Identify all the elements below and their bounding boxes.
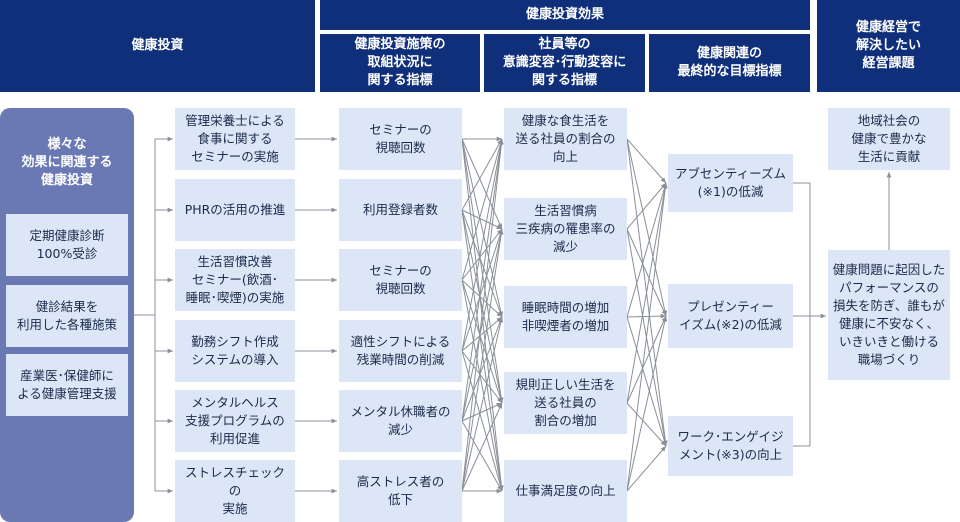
indicator-to-behavior-arrow (461, 138, 503, 211)
indicator-to-behavior-arrow (461, 316, 503, 352)
behavior-healthy-diet: 健康な食生活を 送る社員の割合の 向上 (504, 108, 627, 170)
behavior-to-final-arrow (626, 228, 668, 447)
behavior-regular-life: 規則正しい生活を 送る社員の 割合の増加 (504, 372, 627, 434)
measure-lifestyle-seminar: 生活習慣改善 セミナー(飲酒･ 睡眠･喫煙)の実施 (175, 249, 295, 311)
indicator-to-behavior-arrow (461, 228, 504, 492)
indicator-overtime-reduction: 適性シフトによる 残業時間の削減 (339, 320, 462, 382)
header-final-indicators: 健康関連の 最終的な目標指標 (649, 34, 810, 92)
indicator-seminar-views-2: セミナーの 視聴回数 (339, 249, 462, 311)
various-investment-group: 様々な 効果に関連する 健康投資 定期健康診断 100%受診 健診結果を 利用し… (0, 108, 134, 522)
behavior-sleep-nonsmoking: 睡眠時間の増加 非喫煙者の増加 (504, 286, 627, 348)
indicator-to-behavior-arrow (461, 138, 504, 492)
group-item-health-checkup: 定期健康診断 100%受診 (6, 214, 128, 276)
indicator-to-behavior-arrow (461, 138, 504, 404)
behavior-to-final-arrow (626, 182, 668, 492)
group-item-checkup-measures: 健診結果を 利用した各種施策 (6, 285, 128, 347)
indicator-to-behavior-arrow (461, 279, 504, 492)
behavior-to-final-arrow (626, 402, 667, 447)
behavior-to-final-arrow (626, 138, 668, 447)
behavior-lifestyle-disease: 生活習慣病 三疾病の罹患率の 減少 (504, 198, 627, 260)
indicator-to-behavior-arrow (461, 402, 503, 422)
header-activity-indicators: 健康投資施策の 取組状況に 関する指標 (320, 34, 480, 92)
issue-community-contribution: 地域社会の 健康で豊かな 生活に貢献 (828, 108, 950, 170)
final-work-engagement: ワーク･エンゲイジ メント(※3)の向上 (668, 416, 793, 476)
indicator-seminar-views-1: セミナーの 視聴回数 (339, 108, 462, 170)
indicator-to-behavior-arrow (461, 209, 504, 404)
indicator-to-behavior-arrow (461, 209, 504, 492)
indicator-high-stress: 高ストレス者の 低下 (339, 460, 462, 522)
indicator-to-behavior-arrow (461, 138, 503, 230)
indicator-to-behavior-arrow (461, 209, 503, 230)
behavior-to-final-arrow (626, 316, 667, 447)
behavior-to-final-arrow (626, 228, 667, 317)
indicator-to-behavior-arrow (461, 420, 503, 492)
indicator-to-behavior-arrow (461, 138, 504, 492)
measure-nutrition-seminar: 管理栄養士による 食事に関する セミナーの実施 (175, 108, 295, 170)
final-presenteeism: プレゼンティー イズム(※2)の低減 (668, 284, 793, 348)
group-title: 様々な 効果に関連する 健康投資 (21, 137, 113, 188)
behavior-to-final-arrow (626, 445, 667, 492)
indicator-to-behavior-arrow (461, 138, 503, 281)
indicator-to-behavior-arrow (461, 350, 503, 492)
measure-mental-health: メンタルヘルス 支援プログラムの 利用促進 (175, 390, 295, 452)
behavior-to-final-arrow (626, 315, 668, 492)
indicator-registered-users: 利用登録者数 (339, 179, 462, 241)
issue-workplace-wellbeing: 健康問題に起因した パフォーマンスの 損失を防ぎ、誰もが 健康に不安なく、 いき… (828, 250, 950, 380)
indicator-to-behavior-arrow (461, 316, 503, 422)
behavior-to-final-arrow (626, 313, 667, 319)
indicator-to-behavior-arrow (461, 402, 503, 492)
indicator-to-behavior-arrow (461, 209, 503, 318)
measure-shift-system: 勤務シフト作成 システムの導入 (175, 320, 295, 382)
header-effect: 健康投資効果 (320, 0, 810, 30)
behavior-to-final-arrow (626, 138, 668, 317)
indicator-to-behavior-arrow (461, 350, 503, 404)
indicator-to-behavior-arrow (461, 138, 504, 422)
behavior-to-final-arrow (626, 315, 667, 404)
behavior-to-final-arrow (626, 182, 668, 404)
header-behavior-indicators: 社員等の 意識変容･行動変容に 関する指標 (484, 34, 645, 92)
header-investment: 健康投資 (0, 0, 315, 92)
behavior-to-final-arrow (626, 138, 667, 184)
measure-phr: PHRの活用の推進 (175, 179, 295, 241)
final-absenteeism: アブセンティーズム (※1)の低減 (668, 154, 793, 212)
group-item-health-management: 産業医･保健師に よる健康管理支援 (6, 354, 128, 416)
indicator-to-behavior-arrow (461, 279, 503, 404)
indicator-mental-leave: メンタル休職者の 減少 (339, 390, 462, 452)
behavior-to-final-arrow (626, 182, 667, 318)
measure-stress-check: ストレスチェックの 実施 (175, 460, 295, 522)
indicator-to-behavior-arrow (461, 316, 504, 492)
indicator-to-behavior-arrow (461, 138, 504, 352)
indicator-to-behavior-arrow (461, 279, 503, 318)
header-management-issues: 健康経営で 解決したい 経営課題 (817, 0, 960, 92)
indicator-to-behavior-arrow (461, 228, 503, 281)
indicator-to-behavior-arrow (461, 228, 503, 352)
indicator-to-behavior-arrow (461, 228, 504, 422)
behavior-to-final-arrow (626, 182, 667, 230)
behavior-job-satisfaction: 仕事満足度の向上 (504, 460, 627, 522)
indicator-to-behavior-arrow (461, 138, 504, 318)
